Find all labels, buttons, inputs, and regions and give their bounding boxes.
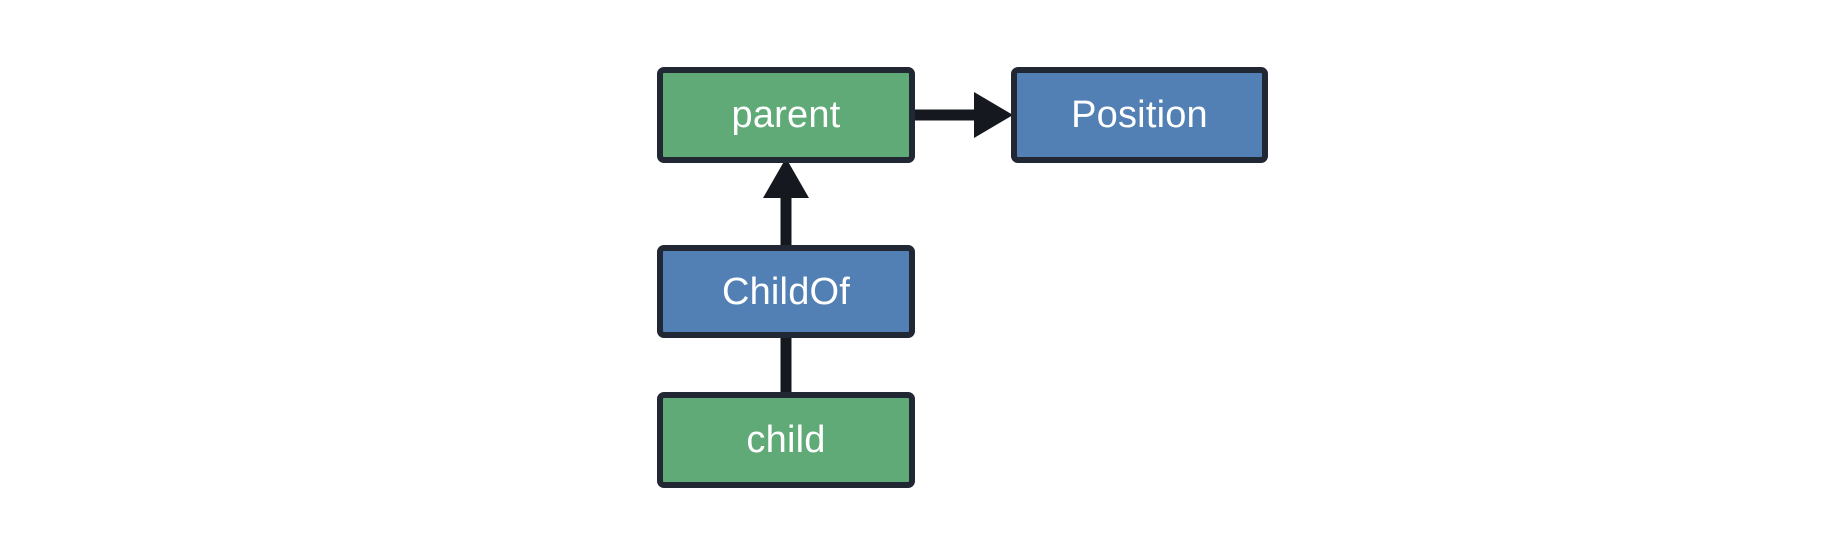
node-child[interactable]: child: [657, 392, 915, 488]
node-parent-label: parent: [731, 94, 841, 136]
edge-childof-to-parent: [763, 158, 809, 245]
edge-childof-to-parent-arrowhead: [763, 158, 809, 198]
node-childof-label: ChildOf: [721, 270, 851, 313]
node-child-label: child: [746, 419, 826, 461]
node-childof[interactable]: ChildOf: [657, 245, 915, 338]
node-position-label: Position: [1071, 94, 1208, 136]
node-position[interactable]: Position: [1011, 67, 1268, 163]
node-parent[interactable]: parent: [657, 67, 915, 163]
edge-parent-to-position-arrowhead: [974, 92, 1013, 138]
edge-parent-to-position: [915, 92, 1013, 138]
